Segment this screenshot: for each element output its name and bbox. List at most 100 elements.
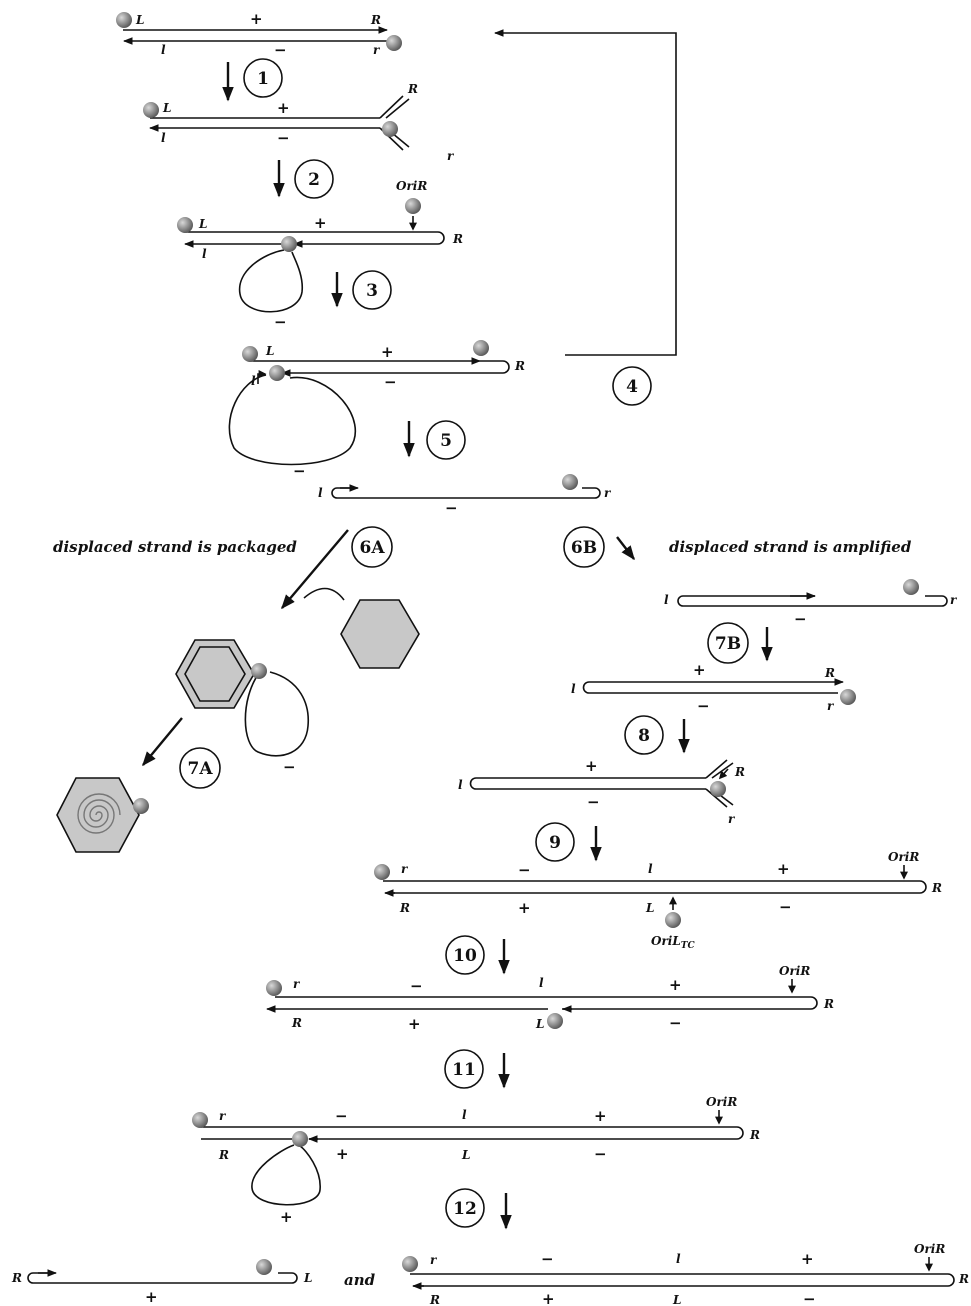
label-r: r (950, 593, 958, 607)
terminal-protein (665, 912, 681, 928)
step-badge (563, 526, 605, 568)
state-4: L + R l − − (228, 340, 525, 480)
label-R: R (429, 1293, 440, 1306)
state-12-product-a: R L + (11, 1259, 312, 1306)
step-arrow (142, 717, 183, 767)
label-R: R (958, 1272, 969, 1286)
label-minus: − (335, 1107, 348, 1125)
state-1: L + R l − r (116, 10, 402, 59)
terminal-protein (562, 474, 578, 490)
label-plus: + (669, 976, 682, 994)
label-minus: − (794, 610, 807, 628)
dna-entering (244, 671, 310, 757)
step-badge (352, 270, 392, 310)
step-number: 7B (715, 634, 741, 654)
label-plus: + (518, 899, 531, 917)
terminal-protein (242, 346, 258, 362)
step-badge (535, 822, 575, 862)
hairpin-strand (469, 777, 706, 790)
label-L: L (645, 901, 654, 915)
panhandle-strand (331, 487, 601, 499)
minus-strand (582, 681, 838, 694)
label-l: l (161, 131, 166, 145)
terminal-protein (473, 340, 489, 356)
label-minus: − (587, 793, 600, 811)
caption-amplified: displaced strand is amplified (669, 538, 912, 556)
label-minus: − (779, 898, 792, 916)
label-oriR: OriR (914, 1242, 945, 1256)
terminal-protein (547, 1013, 563, 1029)
label-L: L (162, 101, 171, 115)
displaced-loop (238, 249, 304, 313)
step-number: 11 (452, 1060, 476, 1080)
step-badge (444, 1049, 484, 1089)
label-oriR: OriR (779, 964, 810, 978)
step-badge (612, 366, 652, 406)
label-plus: + (250, 10, 263, 28)
packaging-branch: − 7A (56, 529, 420, 853)
label-minus: − (803, 1290, 816, 1306)
label-r: r (219, 1109, 227, 1123)
terminal-protein (269, 365, 285, 381)
caption-packaged: displaced strand is packaged (53, 538, 297, 556)
label-minus: − (293, 462, 306, 480)
label-L: L (461, 1148, 470, 1162)
strand-arrowhead (257, 370, 267, 384)
terminal-protein (116, 12, 132, 28)
label-r: r (401, 862, 409, 876)
terminal-protein (192, 1112, 208, 1128)
and-label: and (344, 1271, 376, 1289)
label-plus: + (336, 1145, 349, 1163)
step-badge (351, 526, 393, 568)
label-R: R (291, 1016, 302, 1030)
step-number: 10 (453, 946, 477, 966)
label-minus: − (274, 313, 287, 331)
terminal-protein (382, 121, 398, 137)
label-L: L (198, 217, 207, 231)
packaged-dna-spiral (77, 793, 121, 834)
step-number: 1 (257, 69, 269, 89)
label-minus: − (541, 1250, 554, 1268)
label-r: r (447, 149, 455, 163)
step-badge (445, 1188, 485, 1228)
label-minus: − (410, 977, 423, 995)
label-r: r (827, 699, 835, 713)
step-number: 6A (359, 538, 385, 558)
label-R: R (452, 232, 463, 246)
terminal-protein (266, 980, 282, 996)
state-5: l r − (318, 474, 612, 517)
state-11: OriR r − l + R R + L − + (192, 1095, 760, 1226)
label-minus: − (518, 861, 531, 879)
terminal-protein (903, 579, 919, 595)
label-plus: + (277, 99, 290, 117)
label-plus: + (585, 757, 598, 775)
terminal-protein (256, 1259, 272, 1275)
label-oriL-tc: OriLTC (651, 934, 695, 951)
hairpin (282, 360, 510, 374)
label-R: R (370, 13, 381, 27)
label-r: r (293, 977, 301, 991)
step-number: 2 (308, 170, 320, 190)
state-12-product-b: OriR r − l + R R + L − (402, 1242, 969, 1306)
step-number: 8 (638, 726, 650, 746)
label-plus: + (693, 661, 706, 679)
label-l: l (539, 976, 544, 990)
terminal-protein (251, 663, 267, 679)
label-l: l (462, 1108, 467, 1122)
step-badge (445, 935, 485, 975)
step-arrow (281, 529, 349, 610)
label-minus: − (669, 1014, 682, 1032)
terminal-protein (374, 864, 390, 880)
label-r: r (430, 1253, 438, 1267)
label-L: L (535, 1017, 544, 1031)
label-minus: − (277, 129, 290, 147)
capsid-inner (184, 646, 246, 702)
duplex-strand (275, 996, 818, 1010)
label-oriR: OriR (888, 850, 919, 864)
label-R: R (514, 359, 525, 373)
label-r: r (373, 43, 381, 57)
label-plus: + (594, 1107, 607, 1125)
label-R: R (824, 666, 835, 680)
step-arrow (616, 536, 635, 561)
